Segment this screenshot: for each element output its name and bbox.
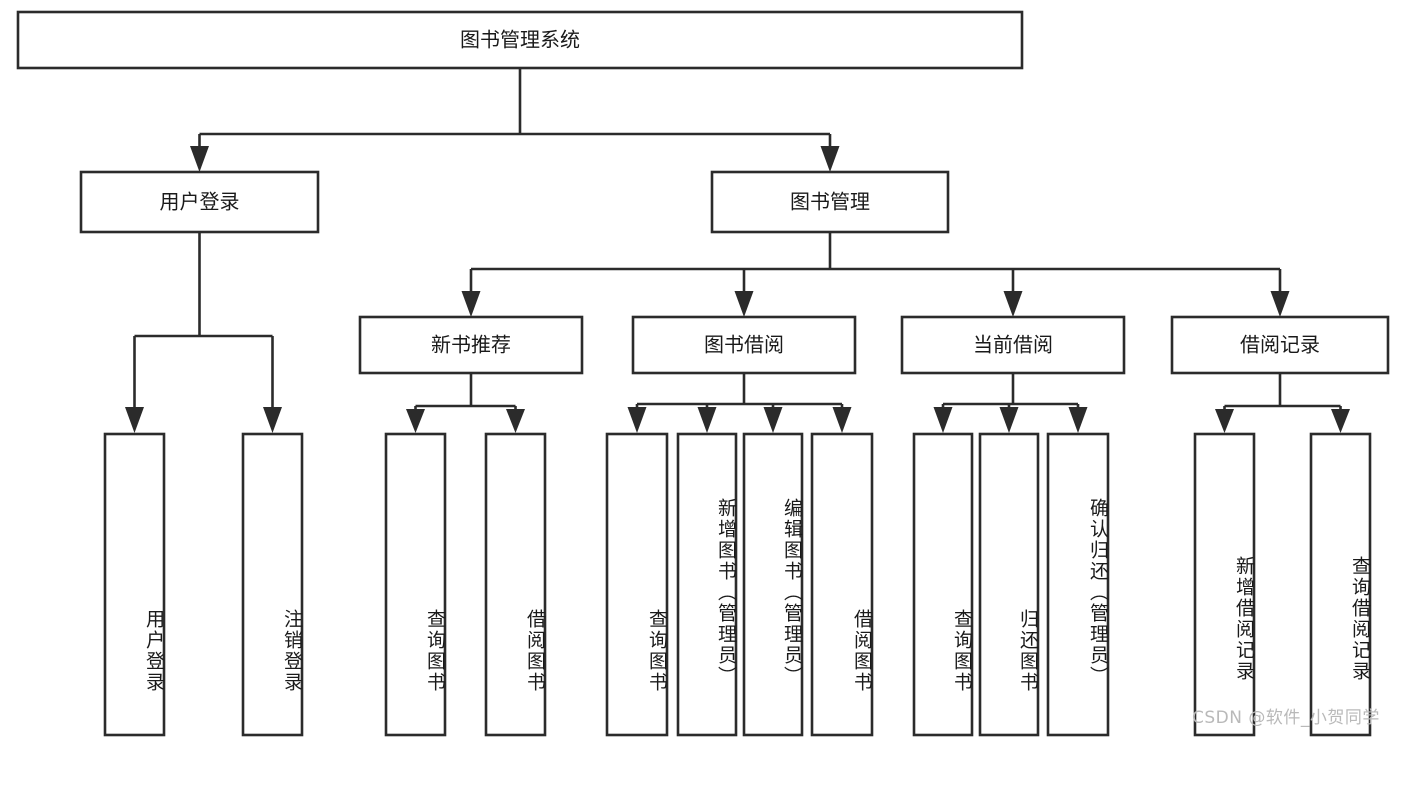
- node-borrow-record-box[interactable]: [1170, 315, 1390, 375]
- node-root[interactable]: 图书管理系统: [16, 10, 1024, 70]
- node-borrow-record[interactable]: 借阅记录: [1170, 315, 1390, 375]
- node-leaf-query-record-box[interactable]: [1309, 432, 1372, 737]
- arrow-head-new-book-rec: [461, 291, 481, 317]
- arrow-head-leaf-user-login: [125, 407, 144, 433]
- node-leaf-edit-book-box[interactable]: [742, 432, 804, 737]
- arrow-head-leaf-logout: [263, 407, 282, 433]
- arrow-head-book-manage: [820, 146, 840, 172]
- arrow-head-leaf-query-book-1: [406, 409, 425, 433]
- node-root-label: 图书管理系统: [460, 28, 580, 52]
- node-book-borrow[interactable]: 图书借阅: [631, 315, 857, 375]
- node-leaf-add-book-box[interactable]: [676, 432, 738, 737]
- arrow-head-leaf-query-record: [1331, 409, 1350, 433]
- arrow-head-leaf-edit-book: [763, 407, 783, 433]
- node-book-manage-label: 图书管理: [790, 190, 870, 214]
- node-leaf-borrow-book-2-box[interactable]: [810, 432, 874, 737]
- node-user-login-box[interactable]: [79, 170, 320, 234]
- edge-group-user-login: [125, 232, 282, 433]
- arrow-head-leaf-return-book: [999, 407, 1019, 433]
- edge-group-book-borrow: [627, 373, 852, 433]
- edge-group-current-borrow: [933, 373, 1088, 433]
- node-leaf-borrow-book-1-box[interactable]: [484, 432, 547, 737]
- flowchart-svg: 图书管理系统 用户登录 图书管理 新书推荐 图书借阅 当前借阅 借阅记录: [16, 10, 1390, 737]
- node-leaf-user-login-box[interactable]: [103, 432, 166, 737]
- node-current-borrow-box[interactable]: [900, 315, 1126, 375]
- node-new-book-rec[interactable]: 新书推荐: [358, 315, 584, 375]
- csdn-watermark: CSDN @软件_小贺同学: [1192, 708, 1380, 728]
- arrow-head-current-borrow: [1003, 291, 1023, 317]
- edge-group-new-book-rec: [406, 373, 525, 433]
- arrow-head-book-borrow: [734, 291, 754, 317]
- node-leaf-add-record-box[interactable]: [1193, 432, 1256, 737]
- node-root-box[interactable]: [16, 10, 1024, 70]
- node-user-login-label: 用户登录: [160, 190, 240, 214]
- node-leaf-logout-box[interactable]: [241, 432, 304, 737]
- node-current-borrow[interactable]: 当前借阅: [900, 315, 1126, 375]
- arrow-head-leaf-confirm-ret: [1068, 407, 1088, 433]
- arrow-head-leaf-add-record: [1215, 409, 1234, 433]
- edge-group-borrow-record: [1215, 373, 1350, 433]
- arrow-head-leaf-borrow-book-2: [832, 407, 852, 433]
- node-book-borrow-label: 图书借阅: [704, 333, 784, 357]
- node-leaf-query-book-2-box[interactable]: [605, 432, 669, 737]
- node-borrow-record-label: 借阅记录: [1240, 333, 1320, 357]
- node-leaf-query-book-3-box[interactable]: [912, 432, 974, 737]
- node-new-book-rec-box[interactable]: [358, 315, 584, 375]
- arrow-head-borrow-record: [1270, 291, 1290, 317]
- flowchart-canvas: 图书管理系统 用户登录 图书管理 新书推荐 图书借阅 当前借阅 借阅记录: [16, 10, 1390, 737]
- arrow-head-leaf-query-book-3: [933, 407, 953, 433]
- arrow-head-leaf-query-book-2: [627, 407, 647, 433]
- edge-group-book-manage: [461, 232, 1290, 317]
- node-book-manage[interactable]: 图书管理: [710, 170, 950, 234]
- node-book-borrow-box[interactable]: [631, 315, 857, 375]
- node-user-login[interactable]: 用户登录: [79, 170, 320, 234]
- node-new-book-rec-label: 新书推荐: [431, 333, 511, 357]
- node-leaf-confirm-ret-box[interactable]: [1046, 432, 1110, 737]
- node-leaf-query-book-1-box[interactable]: [384, 432, 447, 737]
- arrow-head-leaf-borrow-book-1: [506, 409, 525, 433]
- edge-group-root: [190, 68, 840, 172]
- arrow-head-leaf-add-book: [697, 407, 717, 433]
- node-current-borrow-label: 当前借阅: [973, 333, 1053, 357]
- node-leaf-return-book-box[interactable]: [978, 432, 1040, 737]
- arrow-head-user-login: [190, 146, 209, 172]
- leaf-boxes: [103, 432, 1372, 737]
- node-book-manage-box[interactable]: [710, 170, 950, 234]
